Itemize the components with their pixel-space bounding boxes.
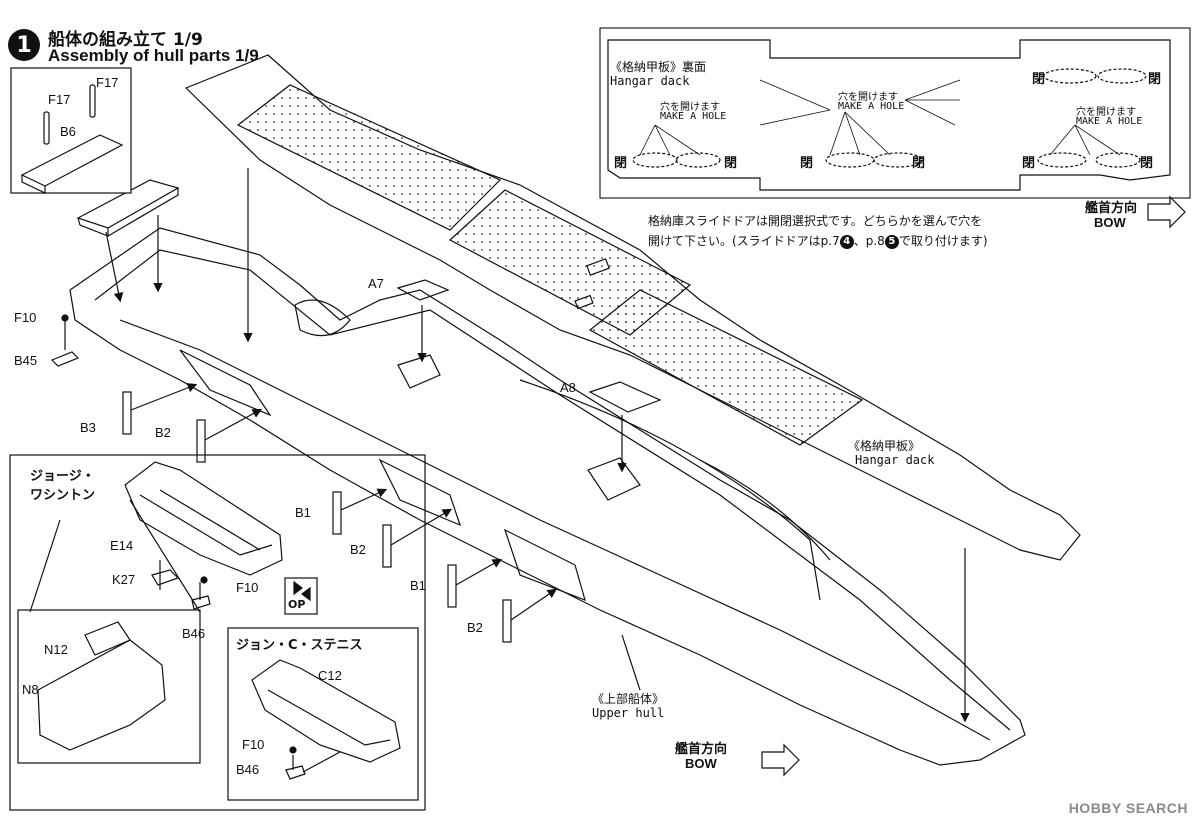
step-title-jp: 船体の組み立て 1/9 — [48, 30, 203, 50]
label-k27: K27 — [112, 572, 136, 587]
part-b3 — [122, 391, 132, 435]
hangar-inset-title-en: Hangar dack — [610, 74, 690, 88]
hangar-dot-panel-3 — [588, 289, 864, 446]
hangar-deck-outline — [184, 54, 1081, 561]
label-f17-b: F17 — [96, 75, 119, 90]
label-b1-a: B1 — [295, 505, 311, 520]
closed-4: 閉 — [912, 156, 926, 171]
closed-5: 閉 — [1032, 72, 1046, 87]
door-note-part-a: 開けて下さい。(スライドドアはp.7 — [648, 234, 840, 248]
part-k27 — [151, 569, 180, 586]
closed-3: 閉 — [800, 156, 814, 171]
variant-frame-gw — [9, 454, 426, 811]
part-b2-3 — [502, 599, 512, 643]
closed-7: 閉 — [1022, 156, 1036, 171]
watermark: HOBBY SEARCH — [1068, 800, 1188, 816]
hangar-dot-panel-1 — [236, 84, 502, 231]
part-b1-2 — [447, 564, 457, 608]
door-note-part-b: 、p.8 — [853, 234, 885, 248]
variant-gw-line2: ワシントン — [30, 488, 96, 503]
stern-gw — [124, 461, 283, 576]
step-title-en: Assembly of hull parts 1/9 — [48, 46, 259, 65]
closed-1: 閉 — [614, 156, 628, 171]
part-a8 — [588, 381, 662, 413]
label-b45: B45 — [14, 353, 38, 368]
upper-hull-label-en: Upper hull — [592, 706, 665, 720]
label-n8: N8 — [22, 682, 39, 697]
hole-note-jp-1: 穴を開けます — [660, 102, 720, 113]
part-b46-jcs — [285, 765, 306, 780]
label-c12: C12 — [318, 668, 342, 683]
hangar-underside-frame — [599, 27, 1191, 199]
label-e14: E14 — [110, 538, 134, 553]
op-label: OP — [288, 598, 306, 611]
label-f10-c: F10 — [242, 737, 265, 752]
door-note-part-c: で取り付けます) — [898, 234, 988, 248]
closed-8: 閉 — [1140, 156, 1154, 171]
hole-note-en-3: MAKE A HOLE — [1076, 116, 1143, 127]
label-b2-c: B2 — [467, 620, 483, 635]
bow-arrow-top-icon — [1147, 195, 1186, 229]
label-b1-b: B1 — [410, 578, 426, 593]
variant-gw-line1: ジョージ・ — [30, 469, 95, 484]
variant-frame-jcs — [227, 627, 419, 801]
part-b1-1 — [332, 491, 342, 535]
step-number-badge: 1 — [8, 29, 40, 61]
hole-note-jp-3: 穴を開けます — [1076, 107, 1136, 118]
variant-jcs: ジョン・C・ステニス — [236, 638, 363, 653]
label-a8: A8 — [560, 380, 576, 395]
hole-note-en-1: MAKE A HOLE — [660, 111, 727, 122]
bow-label-jp-top: 艦首方向 — [1085, 201, 1138, 216]
part-a8-box — [587, 457, 641, 501]
label-f17-a: F17 — [48, 92, 71, 107]
bow-label-jp-bottom: 艦首方向 — [675, 742, 728, 757]
hangar-deck-label-jp: 《格納甲板》 — [848, 439, 921, 453]
step-ref-4: 4 — [839, 234, 854, 249]
closed-6: 閉 — [1148, 72, 1162, 87]
label-f10-b: F10 — [236, 580, 259, 595]
step-ref-5: 5 — [884, 234, 899, 249]
part-b2-1 — [196, 419, 206, 463]
hole-note-jp-2: 穴を開けます — [838, 92, 898, 103]
label-b2-a: B2 — [155, 425, 171, 440]
hangar-inset-title-jp: 《格納甲板》裏面 — [610, 60, 707, 74]
bow-label-en-bottom: BOW — [685, 756, 717, 771]
bow-label-en-top: BOW — [1094, 215, 1126, 230]
hangar-deck-label-en: Hangar dack — [855, 453, 935, 467]
label-a7: A7 — [368, 276, 384, 291]
label-b6: B6 — [60, 124, 76, 139]
label-b3: B3 — [80, 420, 96, 435]
label-n12: N12 — [44, 642, 68, 657]
label-b46-b: B46 — [236, 762, 260, 777]
upper-hull-label-jp: 《上部船体》 — [592, 692, 665, 706]
part-b46-gw — [191, 595, 211, 610]
hole-note-en-2: MAKE A HOLE — [838, 101, 905, 112]
part-a7 — [396, 279, 450, 301]
label-f10-a: F10 — [14, 310, 37, 325]
part-b2-2 — [382, 524, 392, 568]
label-b2-b: B2 — [350, 542, 366, 557]
upper-hull-outline — [69, 227, 1026, 766]
closed-2: 閉 — [724, 156, 738, 171]
op-badge — [284, 577, 318, 615]
bow-arrow-bottom-icon — [761, 743, 800, 777]
part-a7-box — [397, 354, 441, 389]
door-note-line1: 格納庫スライドドアは開閉選択式です。どちらかを選んで穴を — [648, 214, 983, 228]
label-b46-a: B46 — [182, 626, 206, 641]
